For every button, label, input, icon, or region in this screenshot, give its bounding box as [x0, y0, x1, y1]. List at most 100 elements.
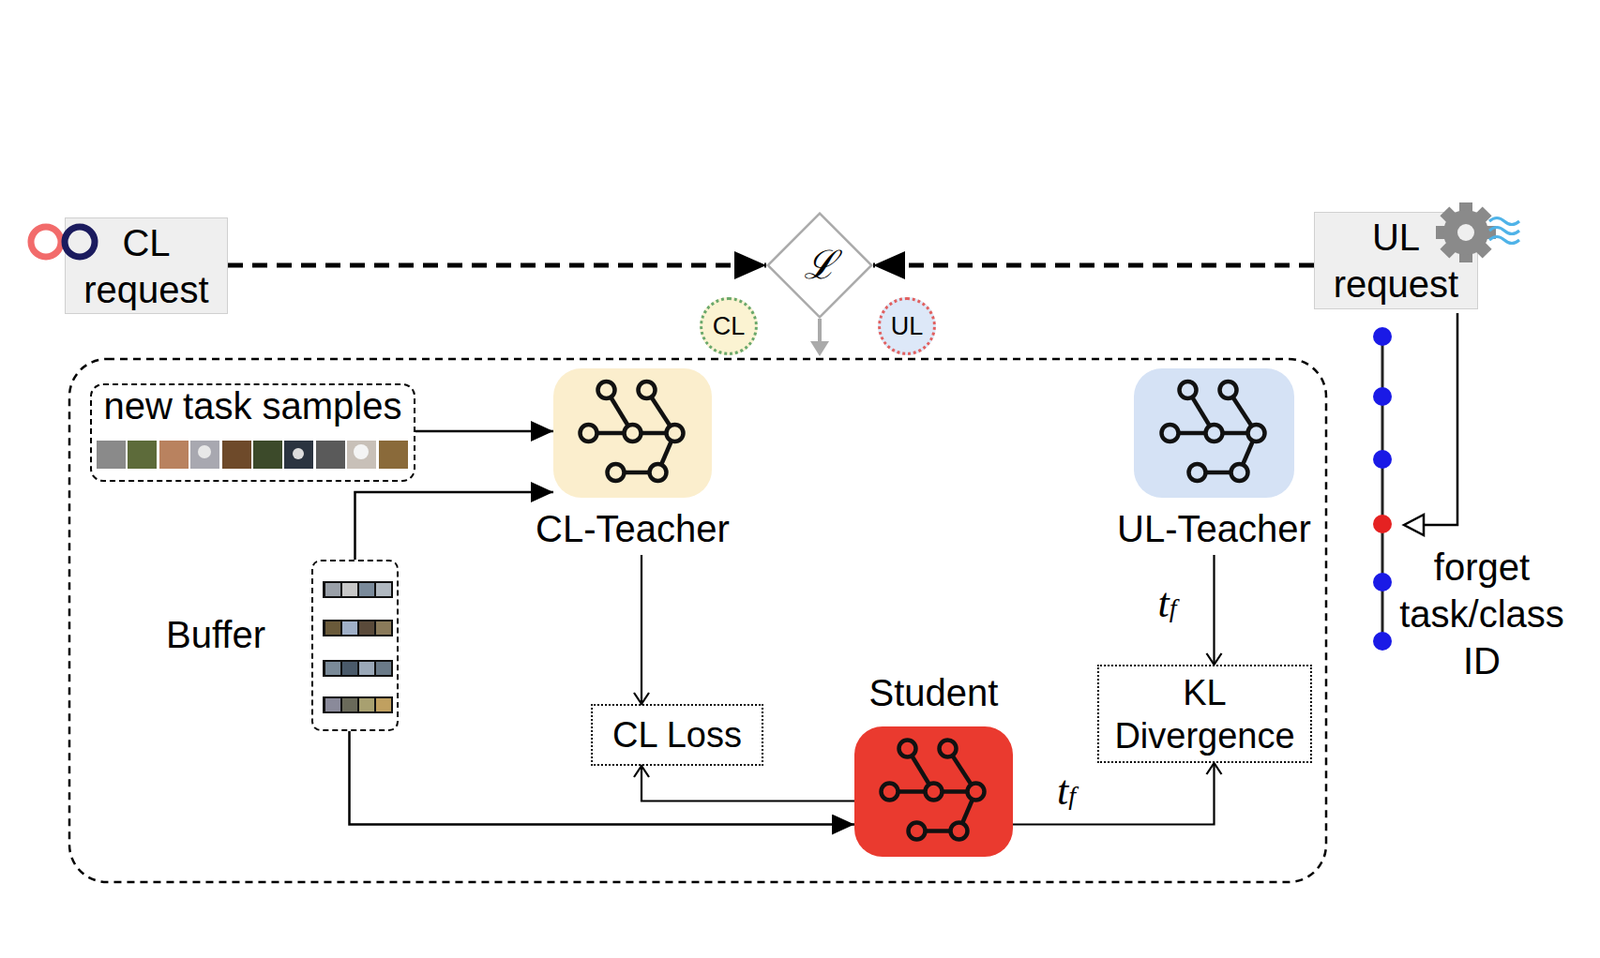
gear-body	[1443, 210, 1489, 256]
flow-arrow	[873, 263, 1314, 269]
gear-tooth	[1439, 206, 1492, 258]
flow-arrow	[641, 766, 855, 802]
buffer-strip	[322, 660, 393, 678]
thumbnail-detail	[353, 444, 369, 460]
buffer-image	[325, 662, 341, 676]
sample-thumbnail	[284, 440, 314, 469]
network-icon	[580, 381, 684, 482]
edge-label: tf	[1157, 583, 1177, 625]
gray-arrowhead	[810, 341, 830, 357]
annotation-text: forget task/class ID	[1392, 543, 1571, 685]
mode-badge: UL	[877, 297, 936, 356]
timeline-line	[1381, 336, 1385, 642]
sample-thumbnail	[222, 440, 252, 469]
gear-icon	[1435, 202, 1496, 263]
node-label: ℒ	[803, 241, 837, 289]
node-label: CL Loss	[612, 713, 742, 757]
timeline-dot	[1373, 387, 1392, 407]
sample-thumbnail	[378, 440, 408, 469]
loss-box: CL Loss	[590, 704, 764, 767]
buffer-strip	[322, 619, 393, 637]
timeline-dot	[1373, 327, 1392, 347]
mode-badge: CL	[699, 297, 758, 356]
edge-label: tf	[1056, 770, 1076, 813]
timeline-dot	[1373, 632, 1392, 651]
gear-hole	[1457, 224, 1475, 242]
flow-arrow	[1212, 555, 1215, 665]
node-label: UL	[890, 312, 924, 341]
gear-tooth	[1439, 206, 1492, 258]
thumbnail-detail	[292, 448, 304, 460]
infinity-icon	[64, 226, 95, 257]
buffer-strip	[322, 696, 393, 714]
forget-arrow	[1423, 313, 1458, 526]
request-box: UL request	[1313, 211, 1479, 310]
gear-tooth	[1435, 226, 1496, 240]
sample-thumbnail	[253, 440, 283, 469]
flow-arrow	[640, 555, 643, 705]
diamond-shape	[768, 213, 873, 318]
network-icon	[881, 740, 985, 841]
node-label: CL	[712, 312, 746, 341]
wave-icon	[1489, 237, 1520, 244]
teacher-model: UL-Teacher	[1133, 368, 1295, 499]
flow-arrow	[227, 263, 767, 269]
sample-thumbnail	[159, 440, 189, 469]
buffer-image	[359, 583, 375, 597]
wave-icon	[1489, 218, 1520, 226]
request-box: CL request	[64, 217, 228, 315]
buffer-image	[342, 621, 358, 635]
loss-box: KL Divergence	[1097, 664, 1313, 764]
buffer-image	[342, 662, 358, 676]
buffer-image	[359, 698, 375, 712]
timeline-dot	[1373, 514, 1392, 534]
node-label: UL-Teacher	[1116, 508, 1312, 550]
buffer-image	[376, 698, 392, 712]
gear-tooth	[1459, 202, 1473, 263]
buffer-image	[325, 583, 341, 597]
buffer-strip	[322, 581, 393, 599]
buffer-image	[325, 621, 341, 635]
loss-diamond: ℒ	[766, 211, 874, 319]
system-container	[69, 359, 1327, 883]
node-label: new task samples	[104, 385, 403, 427]
teacher-model: CL-Teacher	[553, 368, 712, 499]
buffer-image	[376, 621, 392, 635]
flow-arrow	[349, 731, 856, 826]
timeline-dot	[1373, 573, 1392, 592]
buffer-box: Buffer	[311, 559, 399, 732]
buffer-image	[342, 698, 358, 712]
thumbnail-detail	[197, 445, 212, 459]
node-label: KL Divergence	[1099, 671, 1311, 758]
student-model: Student	[854, 726, 1013, 858]
network-icon	[1162, 381, 1266, 482]
sample-thumbnail	[316, 440, 346, 469]
node-label: UL request	[1314, 213, 1478, 308]
timeline-dot	[1373, 450, 1392, 469]
buffer-image	[359, 662, 375, 676]
gray-arrow	[817, 318, 822, 344]
node-label: Student	[869, 672, 999, 714]
node-label: CL request	[65, 219, 227, 314]
buffer-image	[342, 583, 358, 597]
buffer-image	[359, 621, 375, 635]
node-label: CL-Teacher	[535, 508, 730, 550]
sample-thumbnail	[347, 440, 377, 469]
infinity-icon	[30, 226, 61, 257]
flow-arrow	[415, 430, 554, 434]
sample-thumbnail	[190, 440, 220, 469]
flow-arrow	[355, 492, 555, 560]
hollow-arrowhead	[1403, 514, 1424, 536]
buffer-image	[325, 698, 341, 712]
buffer-image	[376, 583, 392, 597]
sample-thumbnail	[127, 440, 157, 469]
flow-arrow	[1012, 763, 1215, 826]
samples-box: new task samples	[90, 383, 416, 483]
sample-thumbnail	[96, 440, 126, 469]
